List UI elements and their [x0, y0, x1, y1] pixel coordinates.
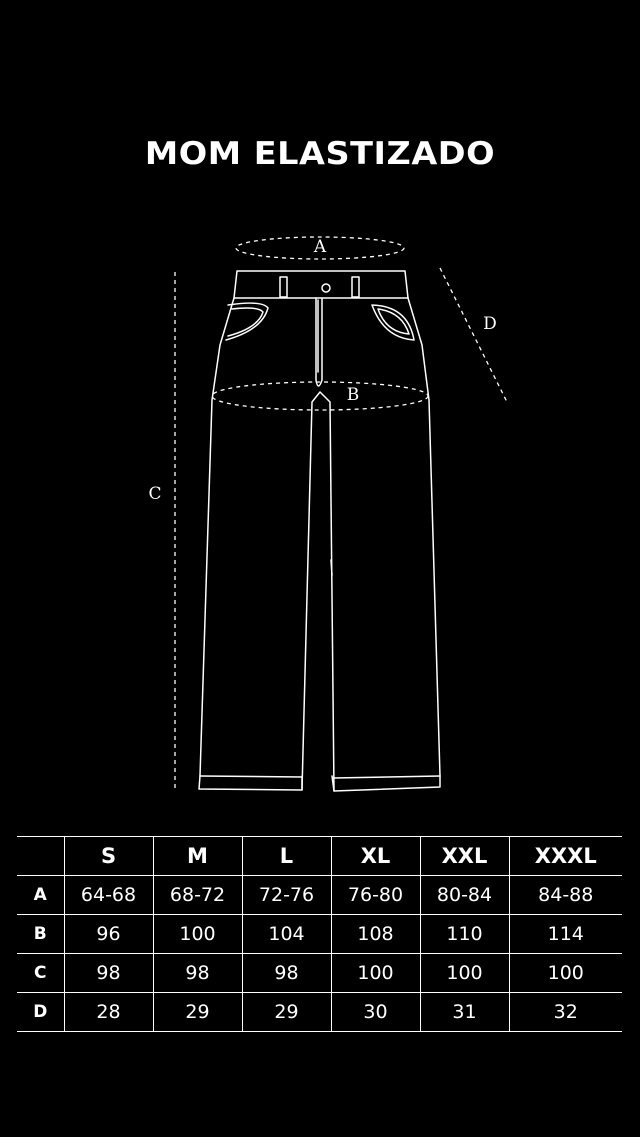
table-cell: 110 — [419, 914, 510, 954]
size-header: M — [152, 836, 243, 876]
row-label: A — [17, 875, 65, 915]
table-cell: 114 — [508, 914, 622, 954]
size-header: XL — [330, 836, 421, 876]
table-cell: 96 — [63, 914, 154, 954]
table-cell: 98 — [152, 953, 243, 993]
size-header: XXXL — [508, 836, 622, 876]
size-table: S M L XL XXL XXXL A 64-68 68-72 72-76 76… — [17, 836, 622, 1032]
pants-outline — [198, 270, 441, 792]
size-header: S — [63, 836, 154, 876]
table-cell: 30 — [330, 992, 421, 1032]
label-d: D — [483, 314, 497, 334]
label-c: C — [148, 484, 161, 504]
table-cell: 32 — [508, 992, 622, 1032]
row-label: C — [17, 953, 65, 993]
table-corner-cell — [17, 836, 65, 876]
table-cell: 84-88 — [508, 875, 622, 915]
table-row: B 96 100 104 108 110 114 — [17, 914, 622, 954]
table-row: C 98 98 98 100 100 100 — [17, 953, 622, 993]
table-cell: 28 — [63, 992, 154, 1032]
table-cell: 100 — [508, 953, 622, 993]
table-cell: 108 — [330, 914, 421, 954]
pants-diagram: A B C D — [148, 236, 508, 792]
table-header-row: S M L XL XXL XXXL — [17, 836, 622, 876]
size-header: L — [241, 836, 332, 876]
table-cell: 72-76 — [241, 875, 332, 915]
table-cell: 76-80 — [330, 875, 421, 915]
table-cell: 29 — [152, 992, 243, 1032]
table-cell: 100 — [330, 953, 421, 993]
table-cell: 100 — [419, 953, 510, 993]
label-a: A — [313, 237, 327, 257]
table-cell: 98 — [63, 953, 154, 993]
row-label: D — [17, 992, 65, 1032]
table-cell: 31 — [419, 992, 510, 1032]
label-b: B — [347, 385, 360, 405]
table-cell: 64-68 — [63, 875, 154, 915]
measure-b-guide — [211, 381, 429, 411]
page-title: MOM ELASTIZADO — [144, 136, 496, 172]
table-row: D 28 29 29 30 31 32 — [17, 992, 622, 1032]
row-label: B — [17, 914, 65, 954]
table-cell: 68-72 — [152, 875, 243, 915]
measure-d-guide — [439, 267, 508, 403]
table-cell: 80-84 — [419, 875, 510, 915]
table-cell: 29 — [241, 992, 332, 1032]
table-cell: 100 — [152, 914, 243, 954]
table-cell: 98 — [241, 953, 332, 993]
table-row: A 64-68 68-72 72-76 76-80 80-84 84-88 — [17, 875, 622, 915]
table-cell: 104 — [241, 914, 332, 954]
measure-a-guide — [235, 236, 405, 260]
size-header: XXL — [419, 836, 510, 876]
